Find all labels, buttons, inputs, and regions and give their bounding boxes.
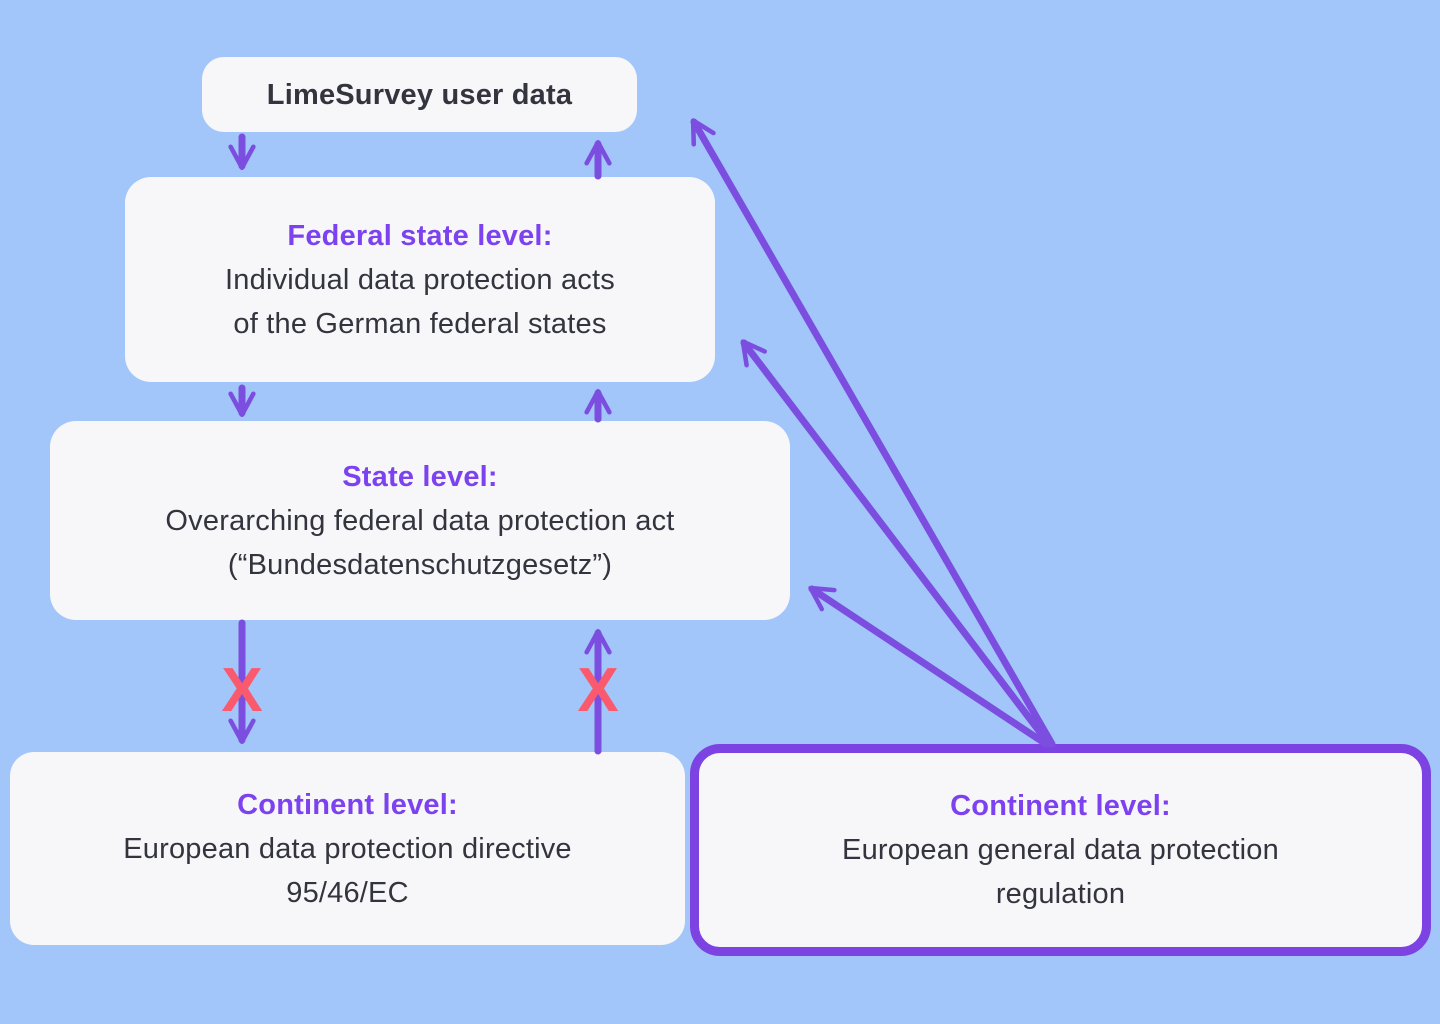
node-line: (“Bundesdatenschutzgesetz”) [227,548,613,581]
node-heading: Continent level: [950,790,1171,822]
node-state-level: State level: Overarching federal data pr… [50,421,790,620]
node-heading: Continent level: [237,788,458,821]
node-federal-state-level: Federal state level: Individual data pro… [125,177,715,382]
node-limesurvey-user-data: LimeSurvey user data [202,57,637,132]
node-line: of the German federal states [233,307,607,340]
blocked-x-icon: X [221,655,263,725]
node-continent-gdpr: Continent level: European general data p… [690,744,1431,956]
node-line: Individual data protection acts [225,263,615,296]
node-line: European general data protection [842,834,1279,866]
node-label: LimeSurvey user data [266,78,573,111]
node-continent-directive: Continent level: European data protectio… [10,752,685,945]
node-line: Overarching federal data protection act [165,504,675,537]
node-heading: Federal state level: [287,219,553,252]
arrow-gdpr-to-state [808,585,1050,748]
node-heading: State level: [342,460,498,493]
node-line: regulation [995,878,1126,910]
node-line: European data protection directive [123,832,572,865]
blocked-x-icon: X [577,655,619,725]
node-line: 95/46/EC [286,876,409,909]
